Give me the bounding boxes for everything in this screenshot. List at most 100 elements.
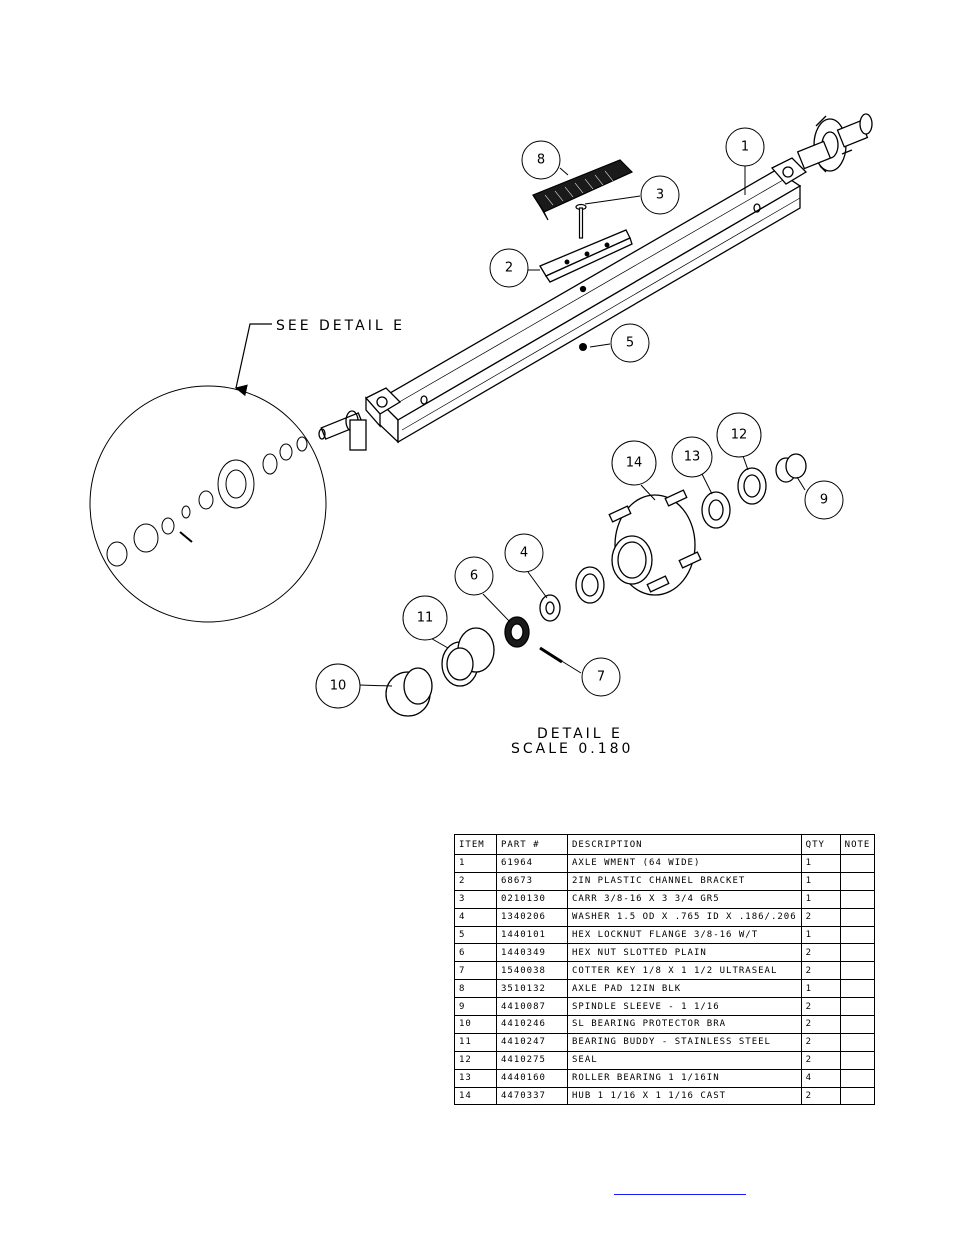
exploded-hub-parts: [385, 453, 807, 717]
bom-cell-qty: 2: [800, 943, 841, 963]
bom-cell-description: BEARING BUDDY - STAINLESS STEEL: [567, 1032, 802, 1052]
bom-header-row: ITEM PART # DESCRIPTION QTY NOTE: [454, 834, 876, 855]
svg-text:13: 13: [684, 450, 701, 465]
balloon-6: 6: [454, 556, 494, 596]
detail-e-circle: [89, 385, 327, 623]
bom-header-item: ITEM: [454, 834, 497, 855]
bom-cell-note: [839, 907, 876, 927]
bom-cell-item: 3: [454, 889, 497, 909]
balloon-13: 13: [671, 436, 713, 478]
footer-link[interactable]: [614, 1182, 746, 1195]
hex-locknut-dot: [579, 343, 587, 351]
bom-cell-part: 4440160: [496, 1068, 568, 1088]
bom-cell-description: ROLLER BEARING 1 1/16IN: [567, 1068, 802, 1088]
bom-cell-note: [839, 1015, 876, 1034]
bom-cell-part: 0210130: [496, 889, 568, 909]
bom-cell-qty: 2: [800, 1086, 841, 1106]
bom-cell-note: [839, 1086, 876, 1106]
bom-cell-qty: 2: [800, 1015, 841, 1034]
bom-cell-part: 4410246: [496, 1015, 568, 1034]
see-detail-note: SEE DETAIL E: [276, 318, 405, 334]
bom-cell-note: [839, 889, 876, 909]
balloon-4: 4: [504, 533, 544, 573]
bom-cell-part: 3510132: [496, 979, 568, 999]
see-detail-leader: [234, 323, 272, 397]
bom-cell-item: 7: [454, 961, 497, 981]
bom-cell-note: [839, 943, 876, 963]
svg-text:1: 1: [741, 140, 749, 155]
bom-cell-qty: 1: [800, 889, 841, 909]
bom-cell-item: 4: [454, 907, 497, 927]
bom-cell-item: 1: [454, 854, 497, 873]
bom-cell-item: 11: [454, 1032, 497, 1052]
bom-cell-note: [839, 961, 876, 981]
bom-cell-description: AXLE WMENT (64 WIDE): [567, 854, 802, 873]
bom-cell-part: 61964: [496, 854, 568, 873]
bom-cell-description: WASHER 1.5 OD X .765 ID X .186/.206: [567, 907, 802, 927]
bom-cell-item: 5: [454, 925, 497, 945]
bom-cell-note: [839, 854, 876, 873]
bom-cell-description: CARR 3/8-16 X 3 3/4 GR5: [567, 889, 802, 909]
bom-cell-note: [839, 871, 876, 891]
bom-cell-part: 1440349: [496, 943, 568, 963]
bom-cell-qty: 2: [800, 1050, 841, 1070]
balloon-8: 8: [521, 140, 561, 180]
balloon-9: 9: [804, 480, 844, 520]
bom-cell-description: 2IN PLASTIC CHANNEL BRACKET: [567, 871, 802, 891]
item-balloons: 1 2 3 4 5 6 7 8 9 10 11 12 13 14: [315, 127, 844, 709]
svg-text:2: 2: [505, 261, 513, 276]
bom-cell-part: 4410275: [496, 1050, 568, 1070]
bom-cell-item: 14: [454, 1086, 497, 1106]
svg-text:6: 6: [470, 569, 478, 584]
bom-cell-part: 4410087: [496, 997, 568, 1017]
balloon-5: 5: [610, 323, 650, 363]
svg-text:9: 9: [820, 493, 828, 508]
bom-cell-part: 1340206: [496, 907, 568, 927]
bom-cell-description: HEX LOCKNUT FLANGE 3/8-16 W/T: [567, 925, 802, 945]
svg-text:12: 12: [731, 428, 748, 443]
bom-cell-item: 9: [454, 997, 497, 1017]
plastic-channel-bracket: [539, 229, 633, 283]
bom-cell-qty: 1: [800, 871, 841, 891]
svg-text:3: 3: [656, 188, 664, 203]
detail-title: DETAIL E: [537, 726, 623, 742]
bom-cell-qty: 1: [800, 979, 841, 999]
svg-text:10: 10: [330, 679, 347, 694]
bom-cell-description: COTTER KEY 1/8 X 1 1/2 ULTRASEAL: [567, 961, 802, 981]
carriage-bolt: [575, 203, 587, 239]
balloon-14: 14: [611, 440, 657, 486]
balloon-11: 11: [402, 595, 448, 641]
bom-cell-part: 1540038: [496, 961, 568, 981]
svg-text:5: 5: [626, 336, 634, 351]
bom-header-description: DESCRIPTION: [567, 834, 802, 855]
bom-cell-description: SPINDLE SLEEVE - 1 1/16: [567, 997, 802, 1017]
bom-cell-note: [839, 997, 876, 1017]
svg-text:4: 4: [520, 546, 528, 561]
bom-cell-qty: 2: [800, 1032, 841, 1052]
bom-cell-part: 1440101: [496, 925, 568, 945]
bom-cell-qty: 2: [800, 907, 841, 927]
bom-cell-description: SL BEARING PROTECTOR BRA: [567, 1015, 802, 1034]
axle-pad: [532, 159, 634, 221]
bom-cell-item: 13: [454, 1068, 497, 1088]
bom-cell-qty: 4: [800, 1068, 841, 1088]
bom-cell-part: 4410247: [496, 1032, 568, 1052]
bom-cell-description: AXLE PAD 12IN BLK: [567, 979, 802, 999]
bom-header-part: PART #: [496, 834, 568, 855]
bom-cell-qty: 2: [800, 961, 841, 981]
bom-cell-description: HUB 1 1/16 X 1 1/16 CAST: [567, 1086, 802, 1106]
svg-text:14: 14: [626, 456, 643, 471]
bom-cell-qty: 1: [800, 854, 841, 873]
svg-text:11: 11: [417, 611, 434, 626]
exploded-assembly-drawing: 1 2 3 4 5 6 7 8 9 10 11 12 13 14 SEE DET…: [89, 113, 873, 757]
